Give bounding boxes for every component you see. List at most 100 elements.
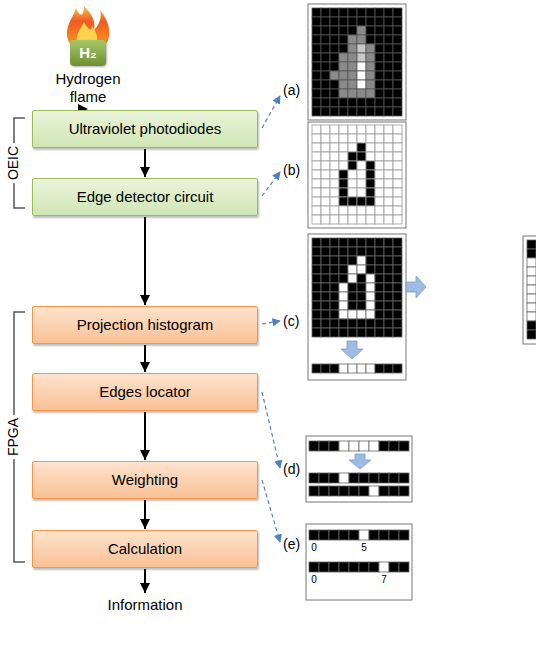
pixel (366, 62, 375, 71)
pixel (348, 71, 357, 80)
panel-frame (306, 4, 536, 600)
pixel (312, 319, 321, 328)
pixel (348, 125, 357, 134)
pixel (366, 134, 375, 143)
pixel (527, 285, 536, 294)
pixel (366, 283, 375, 292)
pixel (330, 238, 339, 247)
pixel (339, 274, 348, 283)
pixel (366, 53, 375, 62)
pixel (339, 62, 348, 71)
pixel (357, 238, 366, 247)
pixel (339, 206, 348, 215)
pixel (339, 152, 348, 161)
pixel (369, 441, 379, 451)
pixel (348, 26, 357, 35)
pixel (366, 301, 375, 310)
pixel (366, 170, 375, 179)
pixel (339, 143, 348, 152)
index-number: 0 (311, 542, 317, 553)
pixel (339, 283, 348, 292)
pixel (319, 530, 329, 540)
pixel (384, 247, 393, 256)
pixel (321, 188, 330, 197)
pixel (330, 44, 339, 53)
pixel (366, 125, 375, 134)
pixel (348, 319, 357, 328)
pixel (339, 473, 349, 483)
pixel (375, 53, 384, 62)
pixel (384, 197, 393, 206)
pixel (357, 71, 366, 80)
node-text: Hydrogen flame (44, 70, 132, 106)
pixel (393, 215, 402, 224)
pixel (389, 441, 399, 451)
pixel (375, 44, 384, 53)
pixel (366, 152, 375, 161)
pixel (330, 53, 339, 62)
pixel (357, 197, 366, 206)
pixel (312, 265, 321, 274)
pixel (312, 161, 321, 170)
pixel (399, 473, 409, 483)
pixel (339, 35, 348, 44)
pixel (393, 152, 402, 161)
pixel (339, 328, 348, 337)
pixel (321, 215, 330, 224)
pixel (366, 35, 375, 44)
pixel (393, 283, 402, 292)
pixel (330, 265, 339, 274)
pixel (312, 247, 321, 256)
pixel (339, 310, 348, 319)
pixel (321, 179, 330, 188)
pixel (393, 292, 402, 301)
pixel (384, 71, 393, 80)
pixel (330, 8, 339, 17)
pixel (330, 256, 339, 265)
pixel (348, 310, 357, 319)
pixel (375, 35, 384, 44)
pixel (357, 256, 366, 265)
pixel (384, 319, 393, 328)
pixel (399, 486, 409, 496)
pixel (369, 473, 379, 483)
pixel (389, 562, 399, 572)
pixel (312, 179, 321, 188)
pixel (379, 530, 389, 540)
pixel (312, 8, 321, 17)
pixel (321, 152, 330, 161)
pixel (348, 247, 357, 256)
pixel (321, 310, 330, 319)
pixel (321, 98, 330, 107)
panel-label: (c) (283, 314, 299, 329)
process-box: Ultraviolet photodiodes (32, 110, 258, 148)
pixel (375, 188, 384, 197)
pixel (379, 562, 389, 572)
pixel (321, 206, 330, 215)
pixel (339, 256, 348, 265)
pixel (384, 26, 393, 35)
pixel (321, 35, 330, 44)
pixel (348, 143, 357, 152)
pixel (348, 44, 357, 53)
pixel (393, 364, 402, 373)
pixel (375, 265, 384, 274)
pixel (348, 274, 357, 283)
pixel (366, 292, 375, 301)
pixel (375, 256, 384, 265)
pixel (384, 161, 393, 170)
pixel (366, 364, 375, 373)
process-box: Calculation (32, 530, 258, 568)
pixel (348, 170, 357, 179)
group-label: OEIC (6, 143, 21, 183)
pixel (312, 26, 321, 35)
pixel (393, 53, 402, 62)
pixel (339, 292, 348, 301)
pixel (321, 301, 330, 310)
pixel (384, 152, 393, 161)
pixel (375, 161, 384, 170)
pixel (375, 310, 384, 319)
pixel (393, 71, 402, 80)
pixel (389, 486, 399, 496)
pixel (312, 125, 321, 134)
